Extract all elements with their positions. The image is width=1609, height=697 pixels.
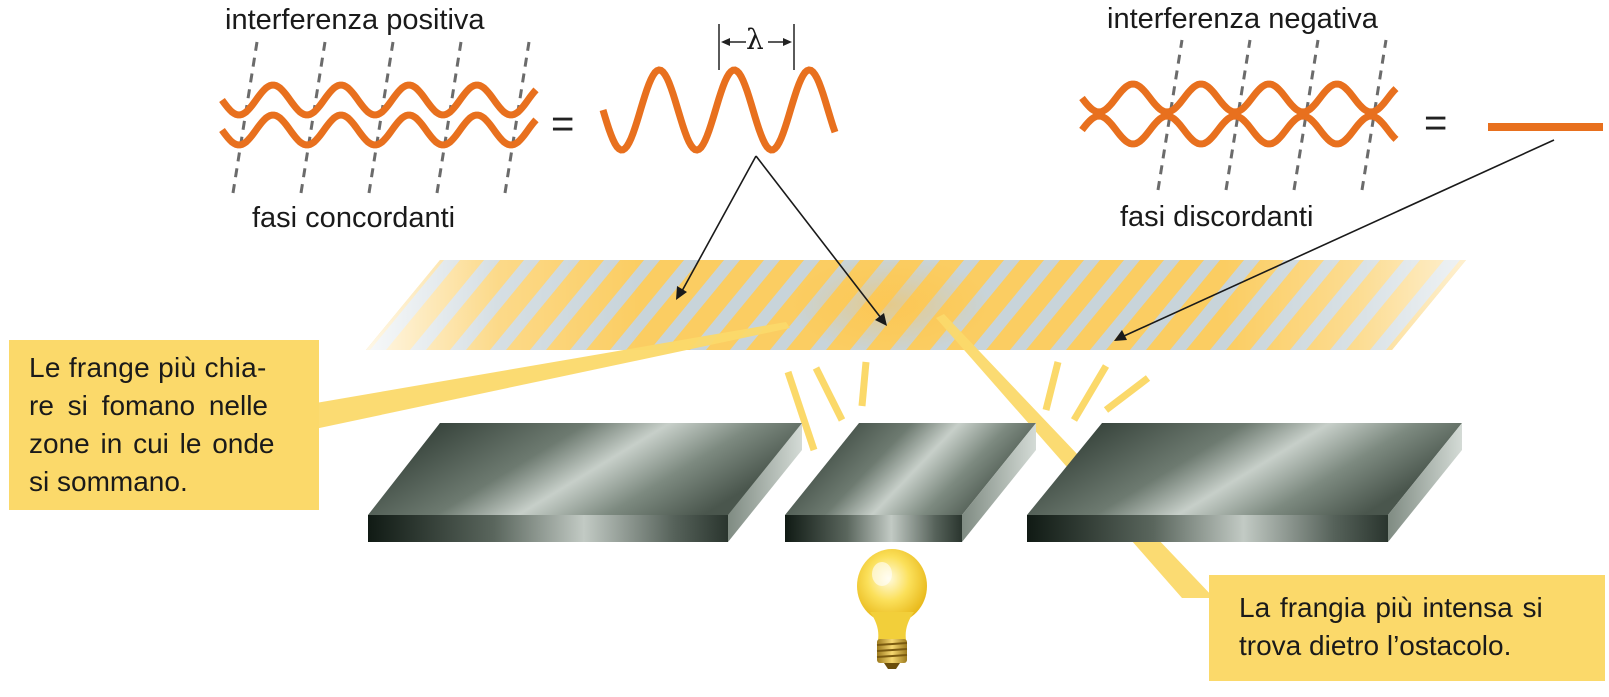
left-callout-line-3: zone in cui le onde [29, 428, 275, 459]
sum-wave [599, 66, 839, 154]
left-callout-line-1: Le frange più chia- [29, 352, 267, 383]
equals-sign-negative: = [1424, 101, 1448, 145]
negative-wave-2 [1079, 112, 1399, 148]
pointer-arrows [676, 139, 1555, 341]
lambda-symbol: λ [746, 23, 764, 56]
positive-wave-1 [219, 81, 539, 119]
negative-wave-1 [1079, 80, 1399, 116]
negative-interference-subtitle: fasi discordanti [1120, 201, 1314, 233]
right-callout-line-1: La frangia più intensa si [1239, 592, 1543, 623]
left-callout-line-2: re si fomano nelle [29, 390, 269, 421]
light-bulb-icon [857, 549, 927, 669]
obstacle-slab-left [368, 423, 802, 542]
wavelength-marker [718, 24, 795, 70]
left-callout-line-4: si sommano. [29, 466, 188, 497]
positive-interference [219, 41, 539, 194]
negative-interference-title: interferenza negativa [1107, 3, 1378, 35]
obstacle-slab-center [785, 423, 1036, 542]
positive-wave-2 [219, 111, 539, 149]
fringe-screen [250, 260, 1466, 350]
positive-interference-subtitle: fasi concordanti [252, 202, 456, 234]
left-callout-beam [310, 322, 790, 430]
right-callout: La frangia più intensa si trova dietro l… [1209, 575, 1605, 681]
left-callout: Le frange più chia- re si fomano nelle z… [9, 340, 319, 510]
obstacle-slab-right [1027, 423, 1462, 542]
dark-fringe [366, 260, 380, 350]
positive-interference-title: interferenza positiva [225, 4, 485, 36]
equals-sign-positive: = [551, 102, 575, 146]
right-callout-line-2: trova dietro l’ostacolo. [1239, 630, 1512, 661]
dark-fringe [250, 260, 340, 350]
diffracted-rays [784, 361, 1151, 452]
negative-interference [1079, 39, 1399, 191]
